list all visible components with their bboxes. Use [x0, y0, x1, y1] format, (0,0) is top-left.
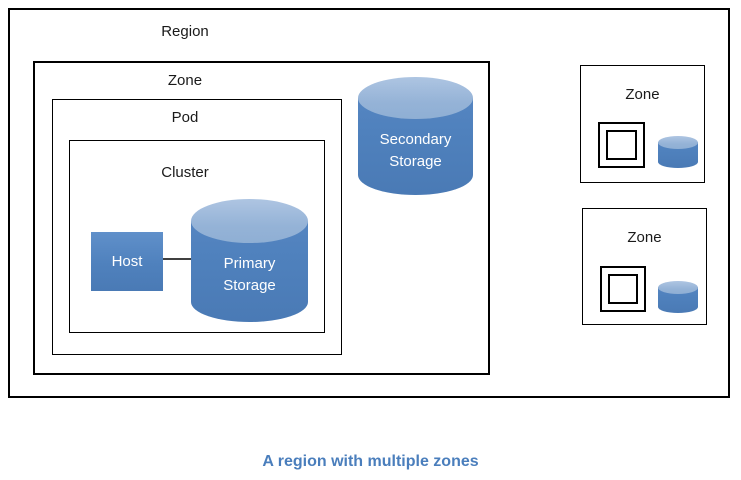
cylinder-top-ellipse — [658, 281, 698, 294]
cylinder-top-ellipse — [658, 136, 698, 149]
pod-label: Pod — [171, 109, 199, 126]
host-box: Host — [91, 232, 163, 291]
zone2-label: Zone — [625, 86, 660, 103]
primary-storage-label-line2: Storage — [223, 277, 276, 294]
secondary-storage-label-line2: Storage — [389, 153, 442, 170]
cylinder-top-ellipse — [358, 77, 473, 119]
secondary-storage-label: Secondary Storage — [358, 129, 473, 173]
pod-box — [52, 99, 342, 355]
primary-storage-cylinder: Primary Storage — [191, 199, 308, 322]
region-box — [8, 8, 730, 398]
zone2-mini-cluster-square — [606, 130, 637, 160]
secondary-storage-cylinder: Secondary Storage — [358, 77, 473, 195]
cluster-label: Cluster — [161, 164, 209, 181]
zone2-mini-pod-square — [598, 122, 645, 168]
primary-storage-label-line1: Primary — [223, 255, 276, 272]
zone3-mini-cluster-square — [608, 274, 638, 304]
cylinder-top-ellipse — [191, 199, 308, 243]
zone-label: Zone — [167, 72, 203, 89]
diagram-caption: A region with multiple zones — [262, 453, 479, 470]
zone-box — [33, 61, 490, 375]
zone2-mini-storage-cylinder-icon — [658, 136, 698, 168]
host-storage-connector — [163, 258, 191, 260]
zone3-label: Zone — [627, 229, 662, 246]
zone3-box — [582, 208, 707, 325]
primary-storage-label: Primary Storage — [191, 253, 308, 297]
zone3-mini-storage-cylinder-icon — [658, 281, 698, 313]
cluster-box — [69, 140, 325, 333]
zone2-box — [580, 65, 705, 183]
secondary-storage-label-line1: Secondary — [379, 131, 452, 148]
region-label: Region — [161, 23, 209, 40]
